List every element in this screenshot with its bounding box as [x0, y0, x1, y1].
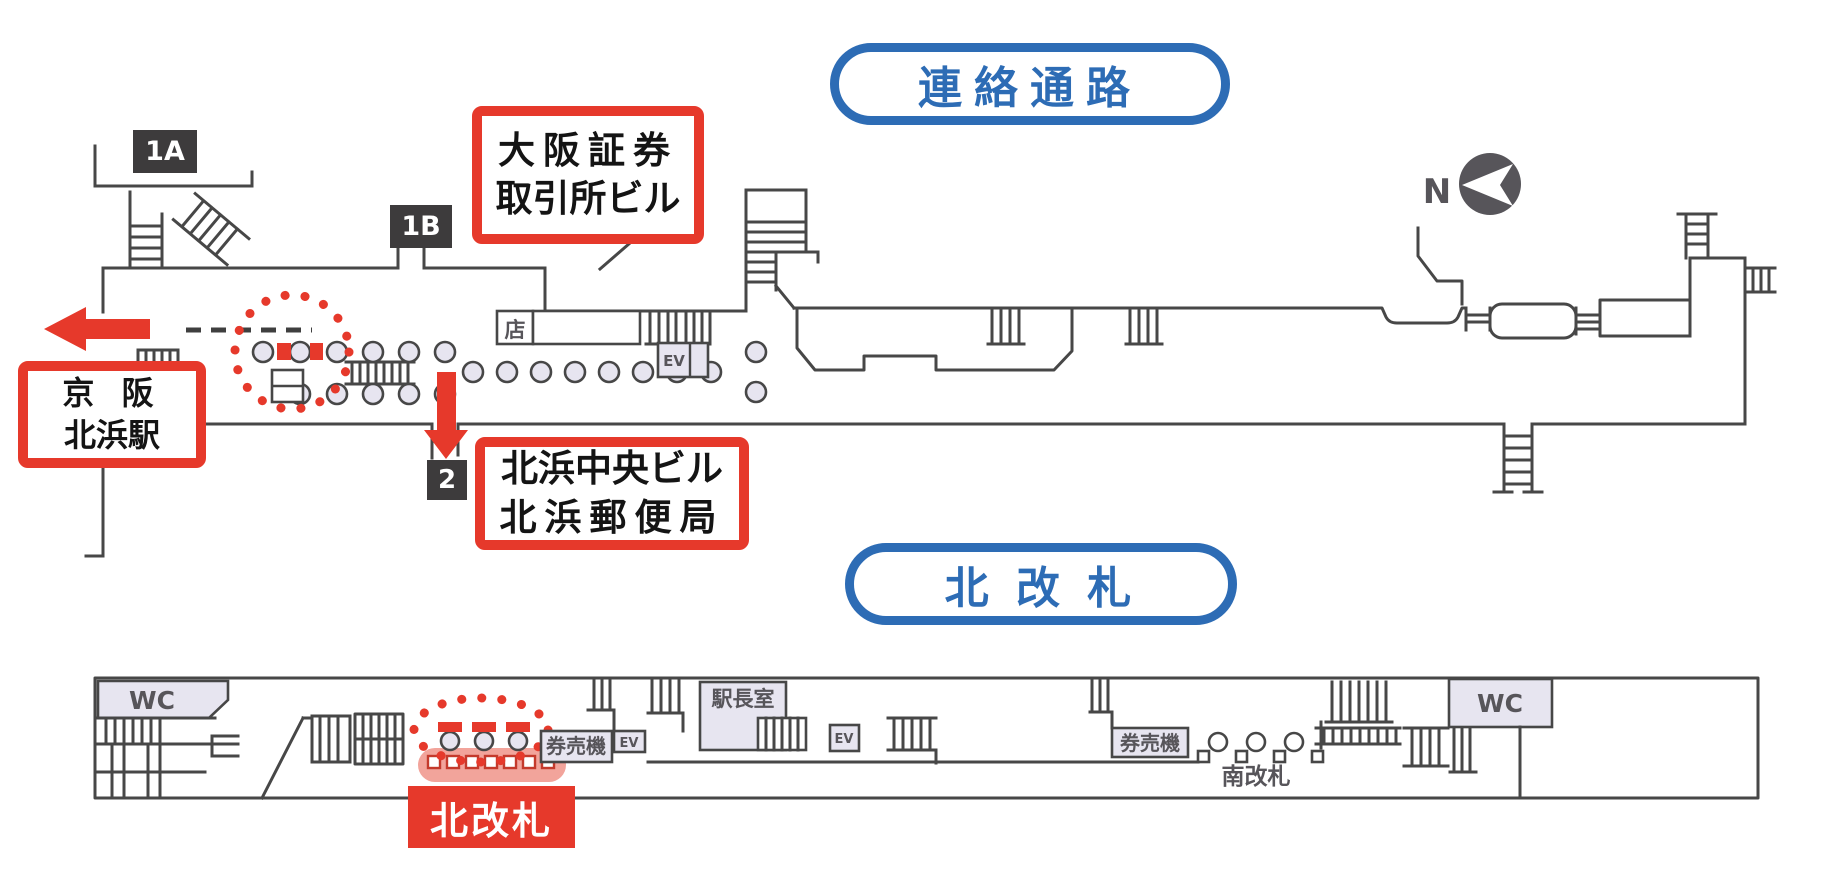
elevator-box-lower-mid: [828, 723, 861, 753]
top-wall-hatches: [986, 306, 1164, 346]
dotted-circle-highlight-upper: [230, 290, 354, 414]
ticket-machines-left-box: [539, 729, 614, 764]
callout-exchange-line2: 取引所ビル: [495, 177, 681, 220]
station-office-label: 駅長室: [712, 687, 775, 711]
callout-chuo-building: 北浜中央ビル 北浜郵便局: [475, 437, 749, 550]
exit-1a-diagonal-stair: [171, 191, 251, 267]
ticket-machines-left-label: 券売機: [545, 734, 606, 758]
left-arrow-icon: [44, 307, 150, 351]
north-gate-title: 北 改 札: [944, 563, 1138, 614]
elevator-box-upper: [656, 341, 710, 379]
wc-left-label: WC: [129, 686, 175, 715]
mid-left-stairs: [259, 714, 352, 801]
north-gate-marker-1: [438, 722, 462, 732]
shop-label: 店: [505, 318, 526, 342]
callout-keihan-line2: 北浜駅: [63, 415, 160, 454]
exit-2-label: 2: [437, 465, 457, 495]
callout-exchange-building: 大阪証券 取引所ビル: [472, 106, 704, 244]
exit-1a-structure: [93, 144, 254, 270]
callout-keihan-line1: 京 阪: [62, 373, 162, 412]
south-right-stairs: [1314, 680, 1478, 774]
wc-left-box: [96, 679, 230, 720]
south-walls: [1088, 676, 1114, 730]
compass-icon: N: [1423, 153, 1521, 215]
right-connector: [1574, 306, 1602, 336]
gate-aisle-hatch: [344, 360, 416, 386]
elevator-box-lower-left: [612, 729, 647, 754]
elevator-label-upper: EV: [663, 352, 685, 370]
callout-exchange-line1: 大阪証券: [498, 128, 678, 172]
south-gate-row: [1196, 731, 1325, 764]
shop-box: [495, 309, 535, 346]
ticket-machines-right-box: [1110, 726, 1190, 759]
passage-title: 連絡通路: [918, 63, 1142, 114]
north-gate-marker-3: [506, 722, 530, 732]
callout-keihan-station: 京 阪 北浜駅: [18, 361, 206, 468]
north-gate-title-pill: 北 改 札: [845, 543, 1237, 625]
exit-badge-1b: 1B: [390, 205, 452, 248]
down-arrow-icon: [424, 372, 468, 459]
south-gate-label: 南改札: [1222, 764, 1291, 790]
right-room: [1598, 298, 1692, 338]
elevator-label-lower-left: EV: [620, 736, 639, 751]
callout-chuo-line1: 北浜中央ビル: [501, 447, 723, 491]
highlighted-gate-2: [310, 343, 323, 360]
exit-badge-2: 2: [427, 460, 467, 500]
right-upper-structures: [1416, 212, 1777, 426]
north-gate-red-label-text: 北改札: [429, 798, 553, 843]
highlighted-gate-1: [277, 343, 291, 360]
middle-walls: [586, 676, 1200, 764]
left-stairs: [96, 716, 240, 800]
right-bay: [1488, 302, 1578, 340]
exit-1a-label: 1A: [145, 136, 185, 167]
wc-right-box: [1447, 677, 1554, 729]
callout-chuo-line2: 北浜郵便局: [499, 495, 725, 539]
central-stair-tower: [744, 188, 820, 311]
mid-stairs: [886, 716, 938, 765]
shop-row-box: [531, 309, 642, 346]
gate-pillar-rows: [251, 340, 457, 406]
pillar-row: [461, 340, 768, 404]
ticket-machines-right-label: 券売機: [1119, 731, 1180, 755]
lower-map: WC 券売機: [93, 676, 1760, 801]
exit-1b-label: 1B: [401, 211, 441, 242]
exit-badge-1a: 1A: [133, 130, 197, 173]
upper-map: 店: [44, 144, 1777, 558]
wc-right-label: WC: [1477, 689, 1523, 718]
lower-map-outline: [93, 676, 1760, 800]
callout-leader-line: [597, 240, 633, 272]
corridor-top-wall-right: [792, 306, 1492, 332]
north-gate-red-label: 北改札: [408, 786, 575, 848]
compass-n-label: N: [1423, 172, 1451, 212]
middle-room: [795, 306, 1074, 372]
station-office-box: [698, 680, 788, 752]
upper-stair-hatch-left: [644, 309, 712, 346]
passage-title-pill: 連絡通路: [830, 43, 1230, 125]
north-gate-marker-2: [472, 722, 496, 732]
elevator-label-lower-mid: EV: [835, 732, 854, 747]
corridor-bottom-wall: [148, 422, 1747, 494]
corridor-top-wall: [101, 244, 748, 313]
